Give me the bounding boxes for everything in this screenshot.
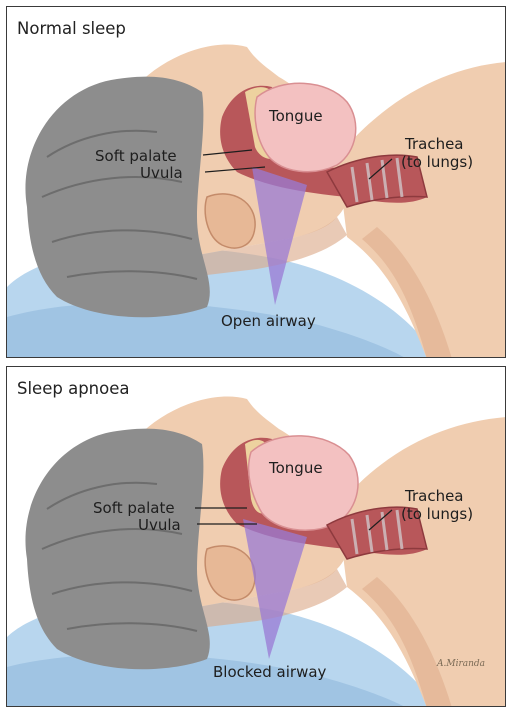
trachea-label: Trachea [405, 487, 464, 505]
panel-title: Normal sleep [17, 19, 126, 38]
panel-title: Sleep apnoea [17, 379, 129, 398]
normal-sleep-illustration [7, 7, 506, 358]
trachea-sub-label: (to lungs) [401, 153, 473, 171]
sleep-apnoea-panel: Sleep apnoea Tongue Soft palate Uvula Tr… [6, 366, 506, 707]
soft-palate-label: Soft palate [93, 499, 175, 517]
tongue-shape [255, 83, 356, 171]
hair [25, 77, 209, 318]
airway-label: Blocked airway [213, 663, 326, 681]
airway-label: Open airway [221, 312, 316, 330]
soft-palate-label: Soft palate [95, 147, 177, 165]
normal-sleep-panel: Normal sleep Tongue Soft palate Uvula Tr… [6, 6, 506, 358]
trachea-sub-label: (to lungs) [401, 505, 473, 523]
hair [25, 429, 209, 670]
tongue-shape [249, 436, 358, 530]
uvula-label: Uvula [138, 516, 181, 534]
tongue-label: Tongue [269, 107, 323, 125]
uvula-label: Uvula [140, 164, 183, 182]
tongue-label: Tongue [269, 459, 323, 477]
artist-signature: A.Miranda [437, 659, 485, 669]
sleep-apnoea-illustration [7, 367, 506, 707]
trachea-label: Trachea [405, 135, 464, 153]
